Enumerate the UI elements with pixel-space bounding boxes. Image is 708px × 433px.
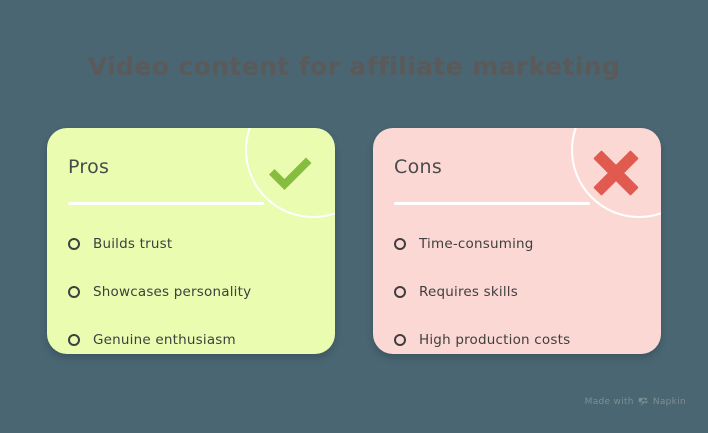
circle-bullet-icon	[394, 286, 406, 298]
list-item-label: Genuine enthusiasm	[93, 332, 236, 348]
circle-bullet-icon	[394, 334, 406, 346]
check-icon	[262, 145, 318, 201]
list-item-label: Requires skills	[419, 284, 518, 300]
pros-item-list: Builds trust Showcases personality Genui…	[68, 220, 321, 354]
comparison-cards: Pros Builds trust Showcases personality …	[47, 128, 661, 354]
cons-item-list: Time-consuming Requires skills High prod…	[394, 220, 647, 354]
list-item: Requires skills	[394, 268, 647, 316]
pros-card: Pros Builds trust Showcases personality …	[47, 128, 335, 354]
circle-bullet-icon	[394, 238, 406, 250]
circle-bullet-icon	[68, 286, 80, 298]
page-title: Video content for affiliate marketing	[87, 52, 621, 81]
cons-divider	[394, 202, 590, 205]
napkin-brand-label: Napkin	[652, 396, 686, 407]
circle-bullet-icon	[68, 238, 80, 250]
list-item: Genuine enthusiasm	[68, 316, 321, 354]
made-with-label: Made with	[584, 396, 634, 407]
circle-bullet-icon	[68, 334, 80, 346]
list-item: Showcases personality	[68, 268, 321, 316]
list-item: Time-consuming	[394, 220, 647, 268]
list-item-label: Showcases personality	[93, 284, 252, 300]
pros-heading: Pros	[68, 156, 110, 178]
list-item-label: Builds trust	[93, 236, 173, 252]
list-item: Builds trust	[68, 220, 321, 268]
napkin-logo-icon	[638, 396, 649, 407]
list-item-label: Time-consuming	[419, 236, 534, 252]
list-item: High production costs	[394, 316, 647, 354]
pros-divider	[68, 202, 264, 205]
made-with-napkin-credit: Made with Napkin	[585, 396, 686, 407]
list-item-label: High production costs	[419, 332, 571, 348]
cross-icon	[588, 145, 644, 201]
cons-card: Cons Time-consuming Requires skills High…	[373, 128, 661, 354]
cons-heading: Cons	[394, 156, 443, 178]
